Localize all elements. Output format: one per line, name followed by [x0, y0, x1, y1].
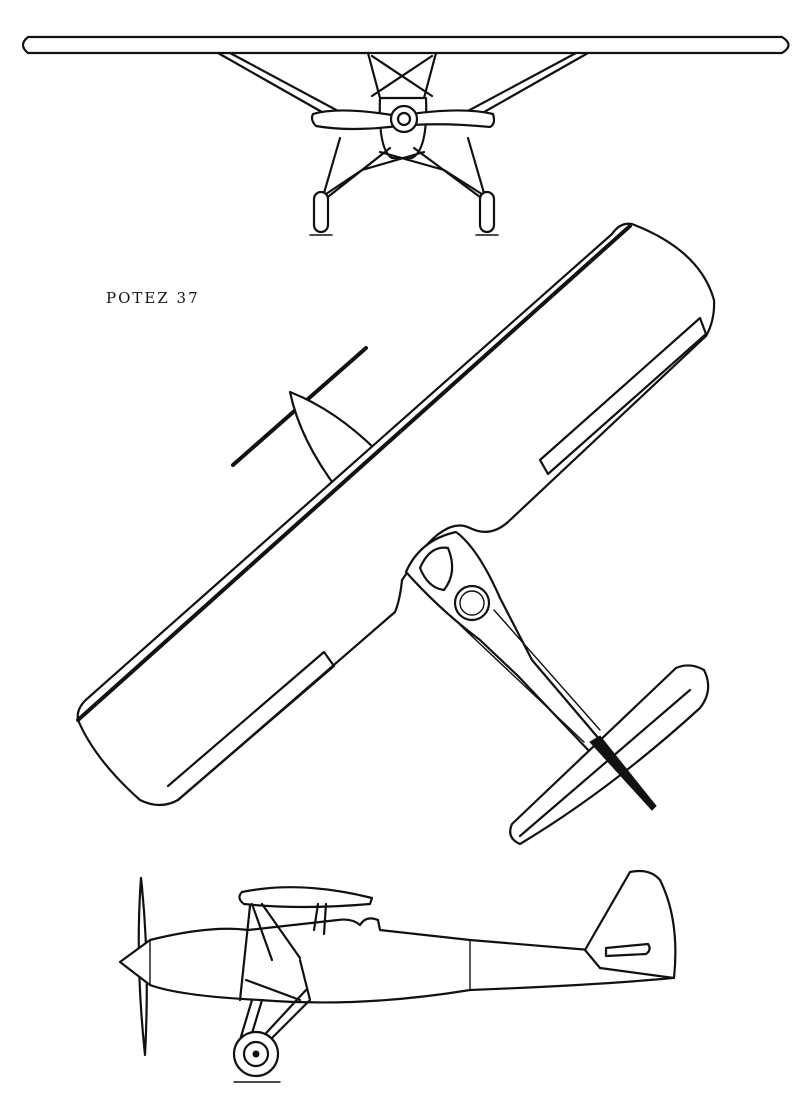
side-tailplane [604, 942, 651, 958]
plan-aileron-right [538, 316, 708, 476]
plan-cockpit [418, 546, 454, 592]
plan-fin [589, 735, 657, 811]
front-wing [21, 35, 790, 55]
side-view [118, 869, 677, 1083]
side-fin [583, 869, 677, 980]
front-wheel-right [478, 190, 496, 234]
front-undercarriage [318, 136, 490, 202]
side-wing [238, 886, 374, 909]
drawing-title: POTEZ 37 [106, 289, 200, 307]
side-cabane [238, 902, 328, 1002]
front-view [21, 35, 790, 236]
plan-fuselage [404, 530, 602, 754]
plan-elevator [518, 688, 692, 838]
plan-wing-leading-edge [76, 224, 632, 722]
front-wing-struts [216, 51, 590, 122]
side-undercarriage [238, 958, 312, 1050]
front-cabane [366, 51, 438, 100]
side-fuselage-frame [149, 939, 471, 991]
plan-aileron-left [166, 650, 336, 802]
side-fuselage [118, 917, 674, 1004]
plan-wing [76, 222, 716, 807]
front-wheel-left [312, 190, 330, 234]
top-view [76, 222, 716, 846]
